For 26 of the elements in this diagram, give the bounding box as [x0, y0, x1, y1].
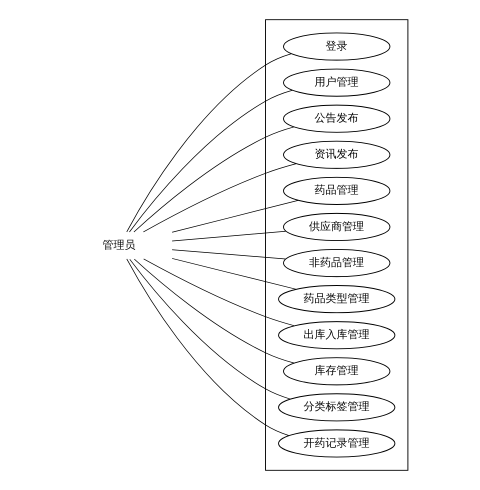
node-ellipse: 资讯发布	[282, 140, 390, 169]
node-ellipse: 登录	[282, 32, 390, 61]
node-ellipse: 用户管理	[282, 68, 390, 97]
connector	[126, 53, 292, 232]
node-ellipse: 开药记录管理	[278, 429, 395, 458]
node-text: 管理员	[102, 238, 135, 252]
node-ellipse: 出库入库管理	[278, 321, 395, 350]
node-ellipse: 库存管理	[282, 357, 390, 386]
node-ellipse: 药品管理	[282, 176, 390, 205]
node-ellipse: 非药品管理	[282, 248, 390, 278]
connector	[171, 230, 286, 242]
node-ellipse: 供应商管理	[282, 212, 390, 242]
connector	[128, 258, 290, 400]
connector	[142, 163, 296, 232]
connector	[171, 249, 286, 260]
connector	[126, 258, 289, 436]
connector	[133, 258, 294, 364]
connector	[133, 126, 294, 232]
connector	[128, 90, 292, 232]
node-ellipse: 分类标签管理	[278, 393, 395, 422]
connector	[171, 200, 298, 233]
connector	[142, 258, 294, 326]
node-ellipse: 公告发布	[282, 104, 390, 133]
cluster	[264, 19, 408, 471]
node-ellipse: 药品类型管理	[278, 285, 395, 314]
connector	[171, 258, 296, 290]
